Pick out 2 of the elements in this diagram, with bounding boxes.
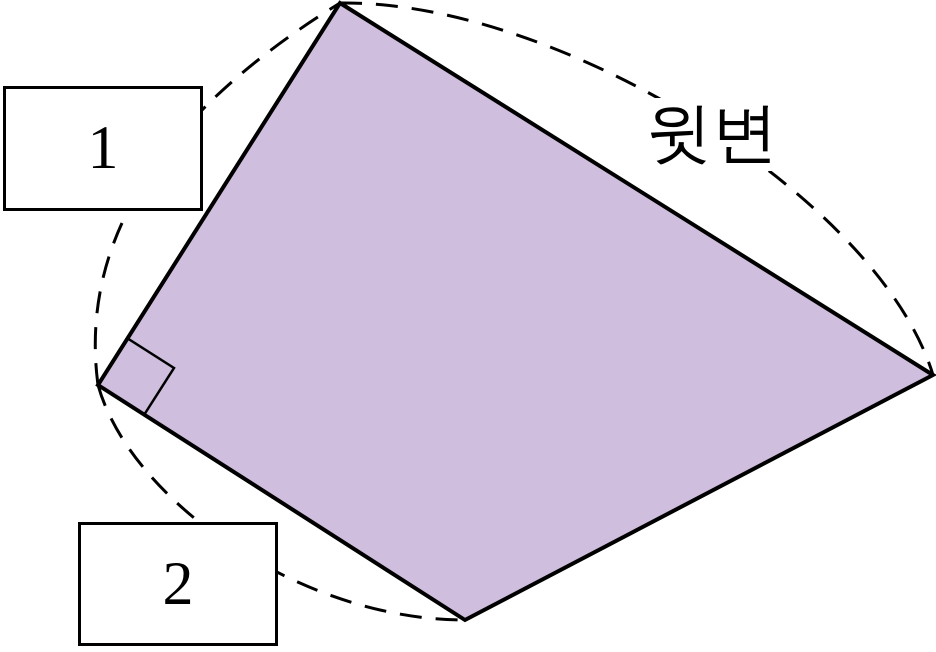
answer-box: 1 xyxy=(3,86,203,211)
answer-box: 2 xyxy=(78,522,278,646)
